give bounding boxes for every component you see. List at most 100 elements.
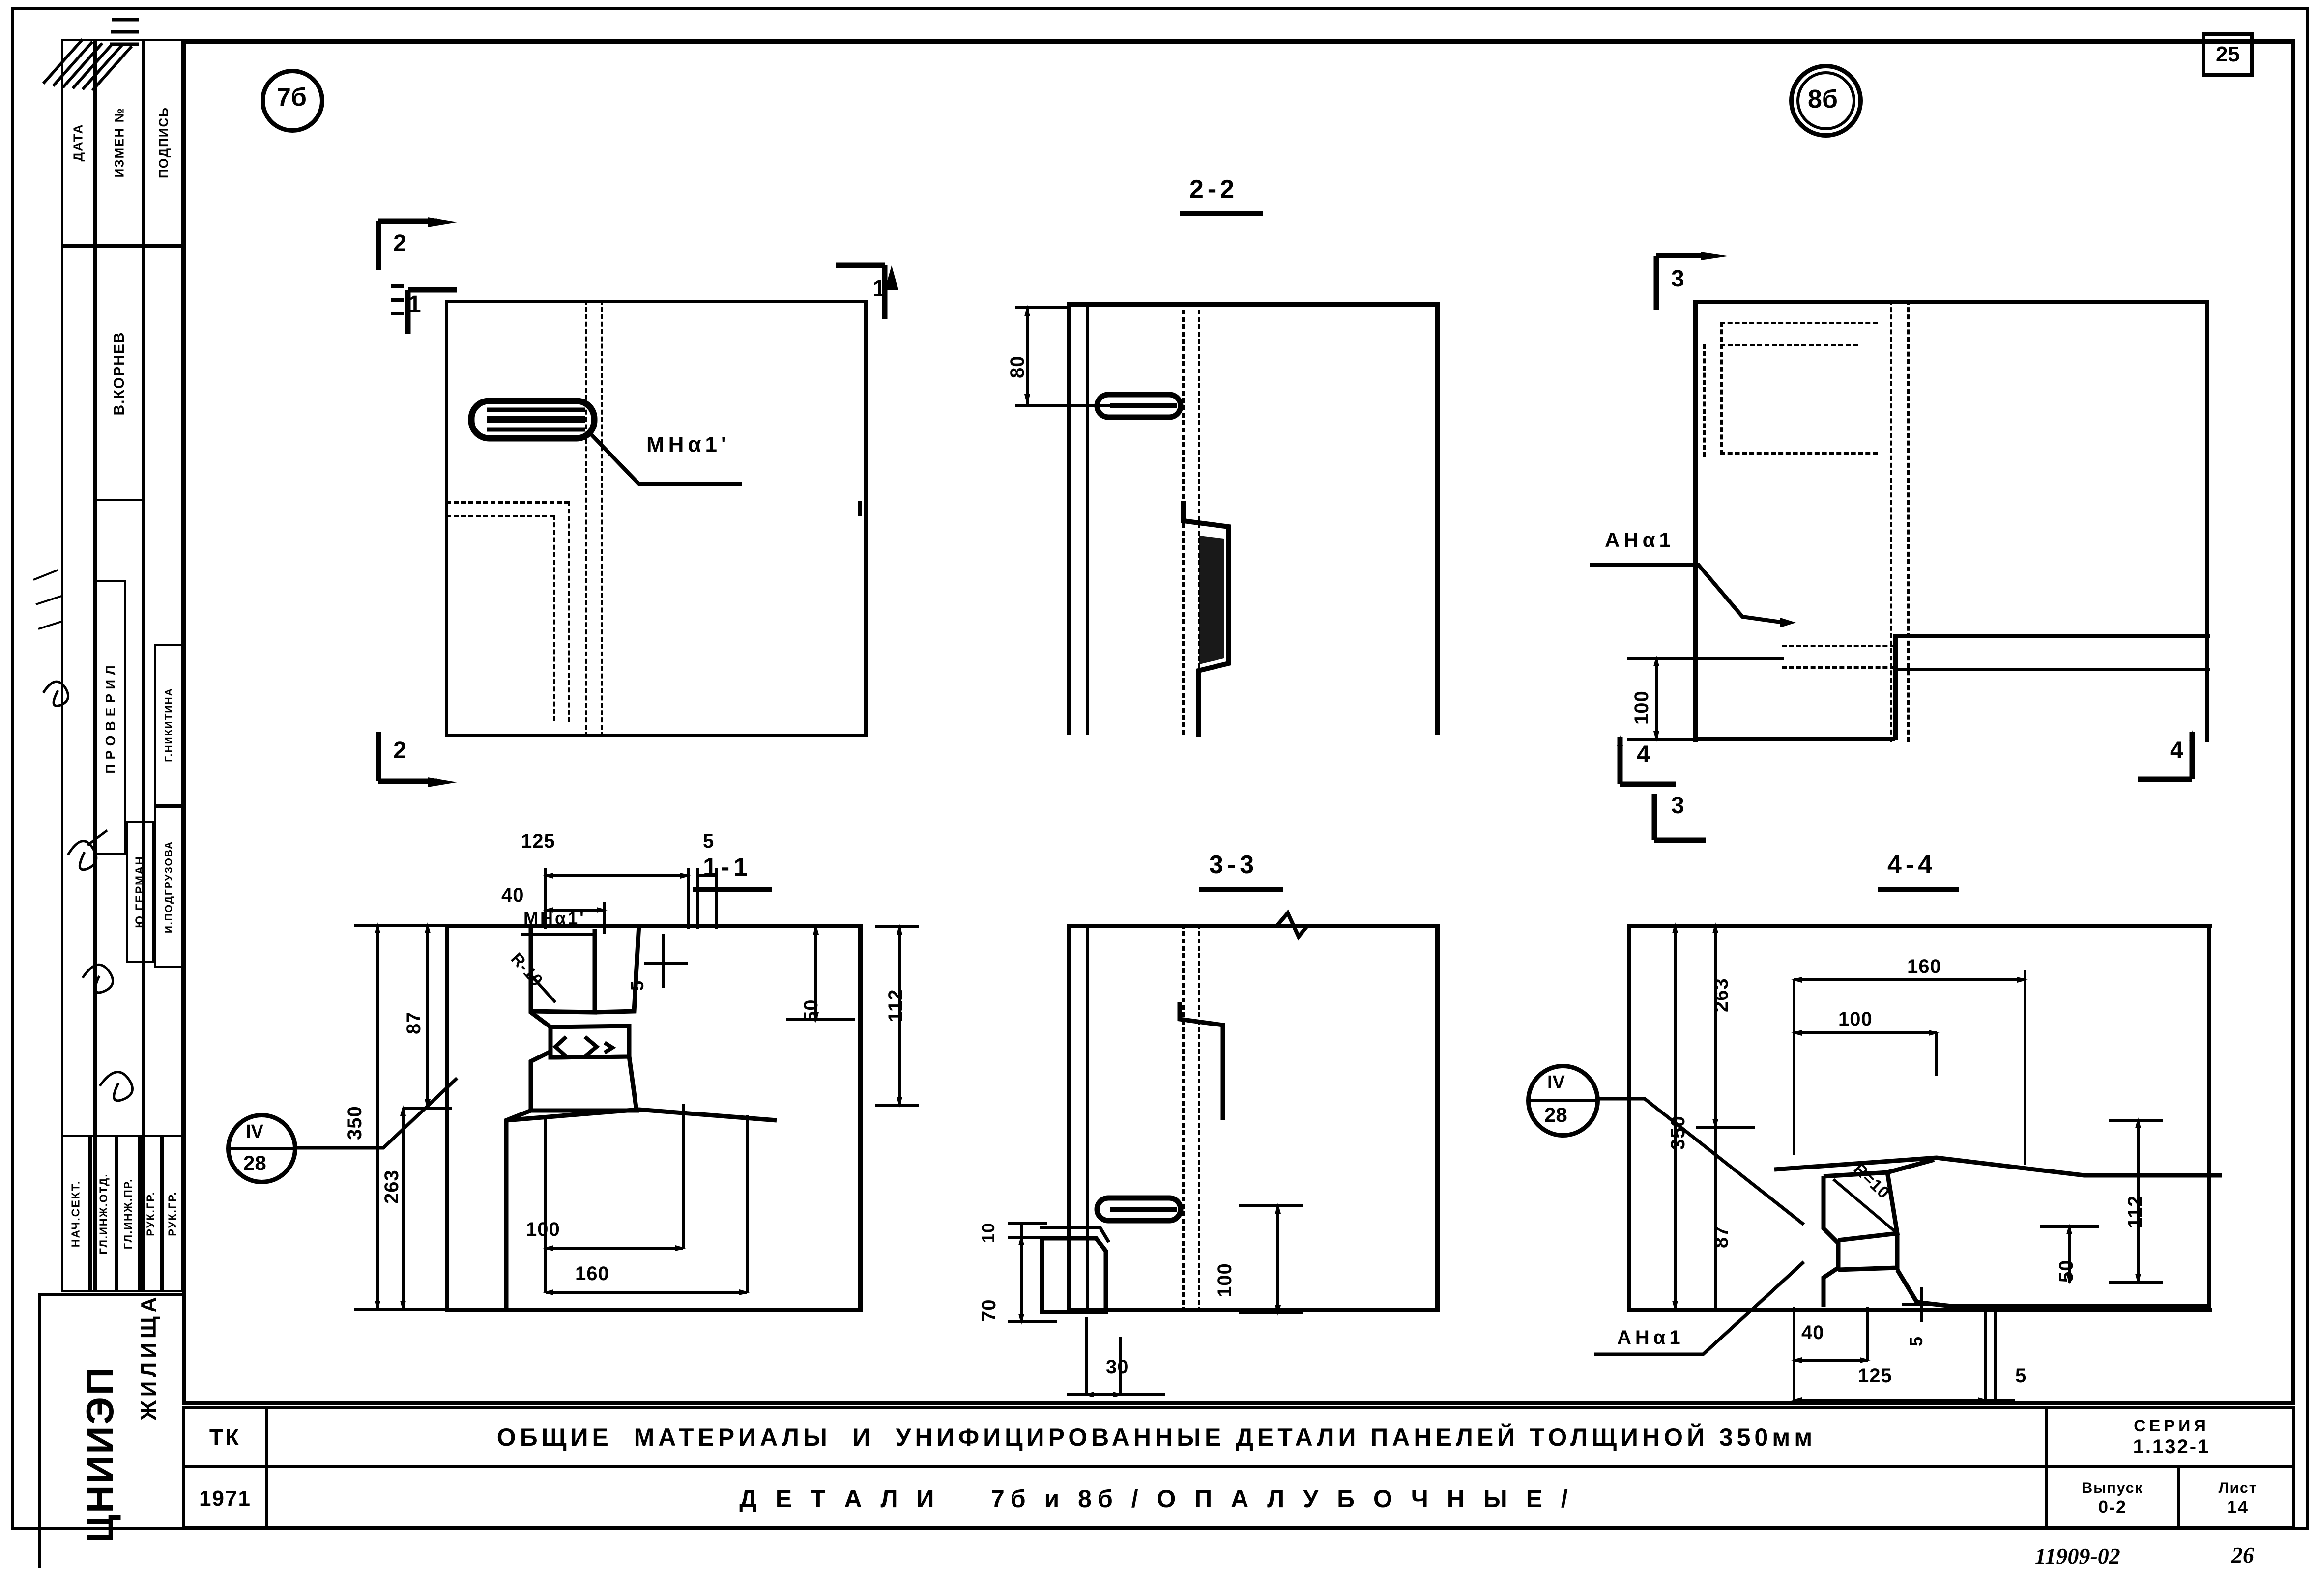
view-8b-ledge-line xyxy=(1893,634,2210,638)
view-8b-leader-line xyxy=(1590,563,1796,627)
view-4-4-title-underline xyxy=(1878,887,1959,892)
view-1-1-bottom-edge xyxy=(445,1308,863,1312)
title-block-sheet: Лист 14 xyxy=(2218,1480,2258,1517)
view-4-4-dim-right xyxy=(2040,1117,2163,1284)
stamp-role-glinzhpr: ГЛ.ИНЖ.ПР. xyxy=(116,1135,140,1292)
stamp-name-nikitina: Г.НИКИТИНА xyxy=(154,644,183,806)
view-4-4-dim-112: 112 xyxy=(2124,1195,2146,1228)
view-8b-ledge-line2 xyxy=(1893,668,2210,671)
view-3-3-dim-10: 10 xyxy=(978,1222,998,1243)
title-block-series: СЕРИЯ 1.132-1 xyxy=(2048,1409,2295,1468)
view-3-3-title-underline xyxy=(1199,887,1283,892)
view-3-3-dim-30-text: 30 xyxy=(1106,1356,1129,1378)
node-ref-divider-left xyxy=(227,1147,297,1150)
section-mark-4-left xyxy=(1617,735,1676,787)
view-4-4-dim-bottom xyxy=(1791,1287,2015,1403)
view-8b-recess-bottom xyxy=(1720,452,1878,455)
view-1-1-dim-5a: 5 xyxy=(703,830,715,852)
node-ref-leader-left xyxy=(297,1077,459,1150)
view-4-4-dim-left xyxy=(1651,922,1760,1311)
view-4-4-dim-263: 263 xyxy=(1710,978,1732,1012)
view-8b-top-edge xyxy=(1693,300,2209,304)
view-1-1-dim-125: 125 xyxy=(521,830,555,852)
stamp-header-date: ДАТА xyxy=(61,39,95,246)
view-3-3-dim-30 xyxy=(1067,1317,1165,1397)
view-2-2-left-edge xyxy=(1067,302,1071,735)
section-mark-4-right xyxy=(2138,730,2195,782)
section-label-3-bottom: 3 xyxy=(1671,793,1684,819)
view-2-2-title-underline xyxy=(1180,211,1263,216)
view-7b-recess-top xyxy=(446,501,569,504)
view-1-1-dim-bottom xyxy=(543,1104,750,1295)
section-label-1-right: 1 xyxy=(872,276,886,302)
view-4-4-dim-125: 125 xyxy=(1858,1365,1892,1387)
view-2-2-dim-80-text: 80 xyxy=(1007,355,1028,379)
view-7b-recess-right xyxy=(568,501,570,722)
view-7b-label-mna1: МНα1' xyxy=(646,432,730,456)
view-2-2-anchor-bar xyxy=(1094,392,1184,420)
stamp-header-signature: ПОДПИСЬ xyxy=(144,39,183,246)
node-ref-top-right: IV xyxy=(1547,1072,1565,1093)
view-8b-centerline-b xyxy=(1907,300,1910,742)
stamp-header-change: ИЗМЕН № xyxy=(95,39,144,246)
view-1-1-dim-263: 263 xyxy=(381,1169,403,1204)
view-2-2-centerline-2 xyxy=(1198,302,1200,735)
view-7b-centerline-b xyxy=(601,300,603,737)
corner-sheet-number: 25 xyxy=(2202,32,2254,77)
view-1-1-dim-112: 112 xyxy=(885,989,906,1022)
view-4-4-title: 4-4 xyxy=(1887,851,1937,879)
title-block-issue: Выпуск 0-2 xyxy=(2048,1468,2180,1529)
view-7b-panel-outline xyxy=(445,300,868,737)
view-1-1-dim-50: 50 xyxy=(800,999,822,1023)
section-mark-3-top xyxy=(1653,252,1730,310)
view-1-1-dim-5b: 5 xyxy=(627,980,647,991)
view-2-2-right-edge xyxy=(1435,302,1440,735)
title-block: ТК 1971 ОБЩИЕ МАТЕРИАЛЫ И УНИФИЦИРОВАННЫ… xyxy=(182,1406,2295,1529)
stamp-org-logo: ЦНИИЭП xyxy=(78,1366,121,1543)
signature-scribbles xyxy=(33,569,134,1102)
section-mark-2-top xyxy=(376,217,457,270)
view-7b-embed-plate xyxy=(468,398,598,442)
node-ref-bottom-right: 28 xyxy=(1544,1103,1567,1126)
section-label-1-top: 1 xyxy=(408,291,421,317)
view-4-4-dim-5a: 5 xyxy=(1906,1336,1926,1346)
sheet-frame-inner xyxy=(182,39,2295,1405)
title-block-year: 1971 xyxy=(185,1468,268,1529)
node-ref-bottom-left: 28 xyxy=(243,1151,266,1174)
view-1-1-left-edge xyxy=(445,924,449,1312)
revision-stamp-column: ДАТА ИЗМЕН № ПОДПИСЬ В.КОРНЕВ ПРОВЕРИЛ Ю… xyxy=(14,18,183,1568)
view-8b-recess-top2 xyxy=(1720,344,1858,346)
view-8b-right-edge xyxy=(2205,300,2209,742)
detail-marker-8b-inner xyxy=(1796,71,1855,130)
detail-marker-8b-label: 8б xyxy=(1808,85,1838,114)
view-4-4-dim-160: 160 xyxy=(1907,956,1941,977)
section-mark-1-right xyxy=(836,262,898,319)
node-ref-divider-right xyxy=(1527,1099,1599,1102)
view-8b-dim-100-text: 100 xyxy=(1631,690,1652,725)
section-mark-3-bottom xyxy=(1651,794,1706,843)
view-3-3-dim-100-text: 100 xyxy=(1214,1263,1236,1297)
view-4-4-dim-50: 50 xyxy=(2055,1259,2077,1283)
view-3-3-title: 3-3 xyxy=(1209,851,1258,879)
view-1-1-dim-87: 87 xyxy=(403,1011,425,1035)
view-4-4-dim-87: 87 xyxy=(1710,1225,1732,1249)
view-4-4-bottom-edge xyxy=(1627,1308,2212,1312)
view-8b-recess-left2 xyxy=(1703,344,1706,457)
view-4-4-dim-100: 100 xyxy=(1838,1008,1873,1030)
view-3-3-dim-left xyxy=(1008,1222,1057,1325)
title-block-line1: ОБЩИЕ МАТЕРИАЛЫ И УНИФИЦИРОВАННЫЕ ДЕТАЛИ… xyxy=(268,1409,2048,1468)
view-8b-ledge-vert xyxy=(1893,634,1898,740)
stamp-role-glinzhotd: ГЛ.ИНЖ.ОТД. xyxy=(90,1135,116,1292)
view-3-3-right-edge xyxy=(1435,924,1440,1312)
title-block-tk: ТК xyxy=(185,1409,268,1468)
view-4-4-left-edge xyxy=(1627,924,1631,1312)
stamp-corner-hatching xyxy=(42,18,139,91)
footer-page-number: 26 xyxy=(2231,1542,2254,1568)
section-mark-2-bottom xyxy=(376,732,457,787)
view-4-4-dim-top xyxy=(1791,970,2028,1165)
view-1-1-label-leader xyxy=(521,933,595,936)
view-1-1-dim-40: 40 xyxy=(501,884,524,906)
view-7b-centerline-a xyxy=(585,300,587,737)
view-7b-recess-right2 xyxy=(553,515,555,721)
